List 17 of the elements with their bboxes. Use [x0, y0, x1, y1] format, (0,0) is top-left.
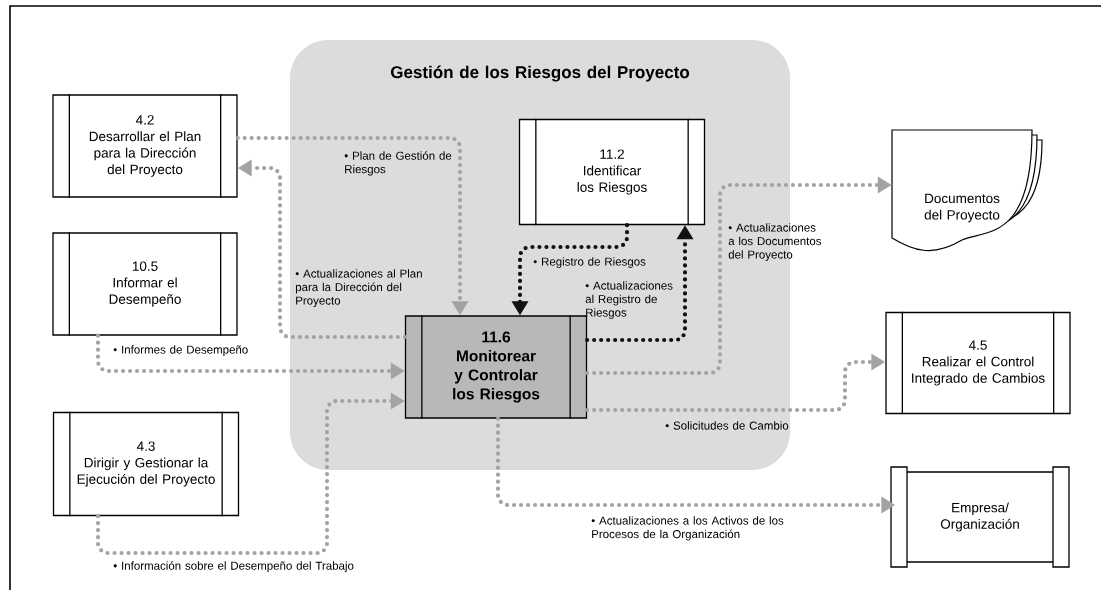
edge-label: • Actualizaciones a los Documentos del Proyecto [728, 223, 822, 261]
process-box: 4.5 Realizar el Control Integrado de Cambios [885, 311, 1071, 415]
process-box: 4.2 Desarrollar el Plan para la Dirección del Proyecto [52, 93, 238, 199]
process-box: 11.2 Identificar los Riesgos [518, 118, 706, 226]
document-stack: Documentos del Proyecto [891, 129, 1043, 252]
edge-label: • Información sobre el Desempeño del Trabajo [113, 561, 354, 573]
edge-label: • Informes de Desempeño [113, 345, 248, 356]
process-box: 10.5 Informar el Desempeño [52, 231, 238, 337]
edge-label: • Actualizaciones al Registro de Riesgos [585, 281, 673, 319]
process-box: 11.6 Monitorear y Controlar los Riesgos [404, 314, 588, 420]
edge-label: • Plan de Gestión de Riesgos [344, 151, 452, 176]
entity-box: Empresa/ Organización [890, 466, 1070, 568]
edge-label: • Actualizaciones a los Activos de los Procesos de la Organización [591, 516, 784, 541]
process-box: 4.3 Dirigir y Gestionar la Ejecución del Proyecto [52, 411, 240, 517]
edge-label: • Solicitudes de Cambio [665, 421, 789, 430]
edge-label: • Registro de Riesgos [533, 257, 646, 268]
edge-label: • Actualizaciones al Plan para la Dirección del Proyecto [295, 269, 422, 307]
